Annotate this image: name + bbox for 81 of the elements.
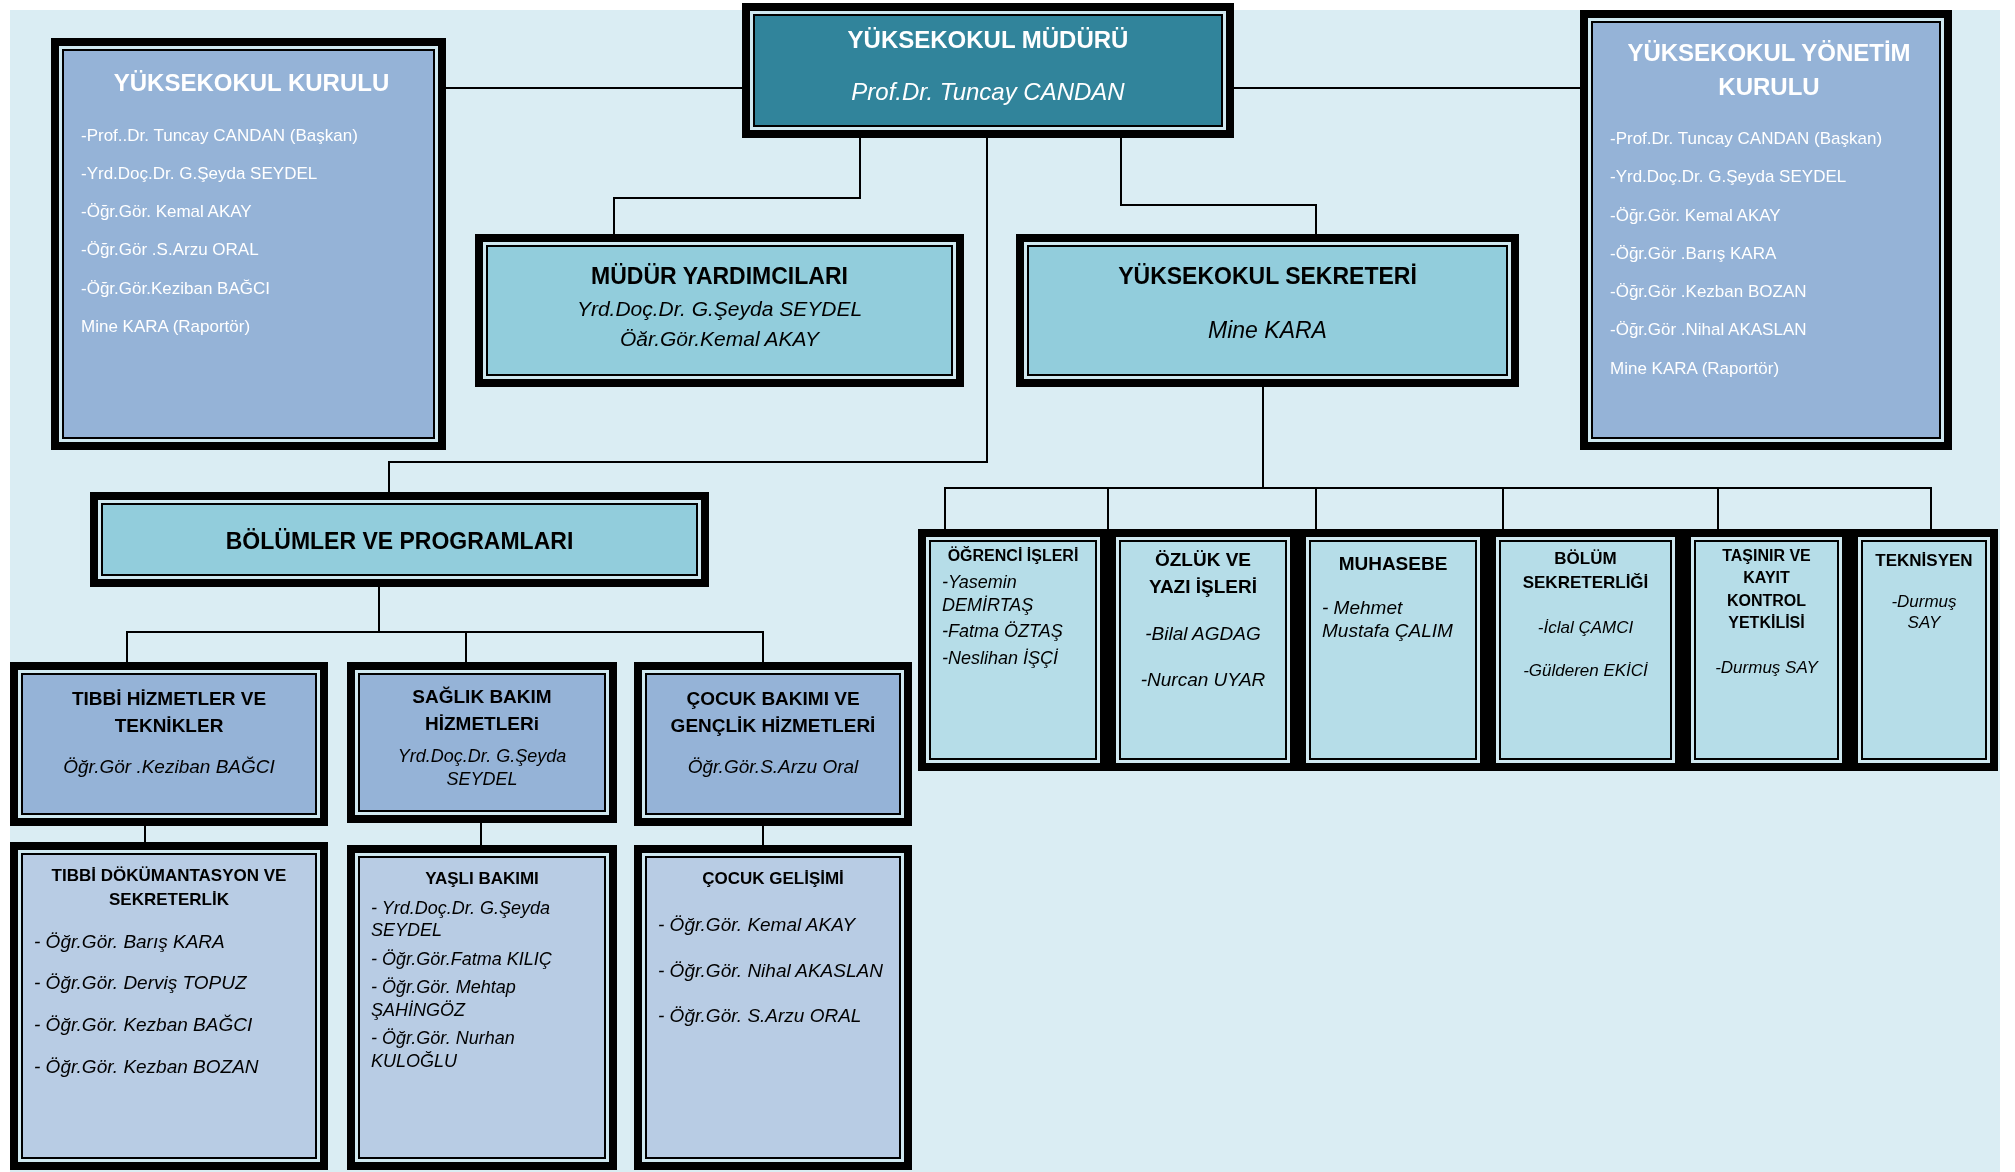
- unit-box: [634, 845, 912, 1170]
- unit-title: MÜDÜR YARDIMCILARI: [590, 262, 849, 291]
- person-name: -Öğr.Gör. Kemal AKAY: [81, 201, 253, 223]
- person-name: -Bilal AGDAG: [1144, 622, 1262, 646]
- person-name: -Yrd.Doç.Dr. G.Şeyda SEYDEL: [1610, 166, 1848, 188]
- person-name: Mine KARA: [1207, 316, 1328, 345]
- person-name: -Nurcan UYAR: [1139, 667, 1267, 692]
- unit-title: TAŞINIR VE KAYIT KONTROL YETKİLİSİ: [1721, 546, 1812, 634]
- person-name: -Durmuş SAY: [1714, 656, 1820, 678]
- person-name: -Yrd.Doç.Dr. G.Şeyda SEYDEL: [81, 162, 319, 185]
- unit-title: BÖLÜM SEKRETERLİĞİ: [1521, 548, 1650, 594]
- unit-title: ÇOCUK GELİŞİMİ: [701, 868, 845, 890]
- unit-box: [1580, 10, 1952, 450]
- connector-line: [1120, 137, 1317, 235]
- unit-box: [347, 845, 617, 1170]
- unit-box: [51, 38, 446, 450]
- unit-title: ÖĞRENCİ İŞLERİ: [946, 545, 1080, 566]
- unit-title: YÜKSEKOKUL SEKRETERİ: [1117, 262, 1418, 291]
- unit-box: [1016, 234, 1519, 387]
- person-name: - Öğr.Gör.Fatma KILIÇ: [371, 947, 553, 971]
- person-name: Öăr.Gör.Kemal AKAY: [618, 326, 821, 353]
- connector-line: [762, 825, 764, 846]
- unit-title: TIBBİ HİZMETLER VE TEKNİKLER: [70, 687, 268, 738]
- unit-box: [634, 662, 912, 826]
- person-name: -Öğr.Gör .S.Arzu ORAL: [81, 239, 260, 261]
- connector-line: [1233, 87, 1581, 89]
- unit-title: ÇOCUK BAKIMI VE GENÇLİK HİZMETLERİ: [669, 687, 877, 738]
- unit-title: SAĞLIK BAKIM HİZMETLERi: [411, 685, 553, 736]
- person-name: - Öğr.Gör. Derviş TOPUZ: [34, 971, 248, 996]
- unit-title: YÜKSEKOKUL YÖNETİM KURULU: [1626, 38, 1912, 102]
- unit-title: TIBBİ DÖKÜMANTASYON VE SEKRETERLİK: [50, 865, 288, 911]
- person-name: -İclal ÇAMCI: [1536, 616, 1635, 638]
- person-name: Öğr.Gör.S.Arzu Oral: [686, 755, 860, 779]
- unit-box: [90, 492, 709, 587]
- person-name: - Öğr.Gör. Nurhan KULOĞLU: [371, 1027, 516, 1073]
- person-name: - Öğr.Gör. Nihal AKASLAN: [658, 958, 884, 983]
- connector-line: [445, 87, 743, 89]
- person-name: - Öğr.Gör. S.Arzu ORAL: [658, 1004, 863, 1029]
- unit-box: [918, 529, 1108, 771]
- unit-box: [10, 842, 328, 1170]
- person-name: - Öğr.Gör. Barış KARA: [34, 929, 226, 954]
- director-box: [742, 3, 1234, 138]
- person-name: Mine KARA (Raportör): [81, 315, 252, 338]
- person-name: - Öğr.Gör. Kemal AKAY: [658, 912, 857, 937]
- connector-line: [388, 137, 988, 493]
- person-name: -Öğr.Gör .Kezban BOZAN: [1610, 281, 1808, 303]
- person-name: -Prof..Dr. Tuncay CANDAN (Başkan): [81, 124, 359, 146]
- unit-title: BÖLÜMLER VE PROGRAMLARI: [224, 527, 575, 557]
- person-name: Yrd.Doç.Dr. G.Şeyda SEYDEL: [575, 296, 864, 323]
- person-name: - Mehmet Mustafa ÇALIM: [1322, 595, 1454, 644]
- connector-line: [480, 822, 482, 846]
- unit-box: [1850, 529, 1998, 771]
- person-name: -Yasemin DEMİRTAŞ: [942, 571, 1035, 617]
- unit-box: [347, 662, 617, 823]
- unit-title: YÜKSEKOKUL KURULU: [112, 68, 391, 98]
- person-name: - Öğr.Gör. Kezban BOZAN: [34, 1054, 260, 1079]
- person-name: -Prof.Dr. Tuncay CANDAN (Başkan): [1610, 128, 1884, 150]
- person-name: -Fatma ÖZTAŞ: [942, 620, 1064, 643]
- unit-box: [10, 662, 328, 826]
- person-name: - Öğr.Gör. Kezban BAĞCI: [34, 1013, 254, 1037]
- person-name: -Öğr.Gör. Kemal AKAY: [1610, 204, 1782, 226]
- person-name: Öğr.Gör .Keziban BAĞCI: [62, 755, 276, 779]
- unit-title: MUHASEBE: [1337, 552, 1449, 576]
- connector-line: [144, 825, 146, 843]
- person-name: - Öğr.Gör. Mehtap ŞAHİNGÖZ: [371, 976, 517, 1022]
- person-name: -Gülderen EKİCİ: [1522, 659, 1649, 682]
- person-name: - Yrd.Doç.Dr. G.Şeyda SEYDEL: [371, 896, 552, 942]
- person-name: Mine KARA (Raportör): [1610, 357, 1781, 379]
- connector-line: [613, 137, 861, 235]
- person-name: -Durmuş SAY: [1890, 590, 1958, 634]
- person-name: -Öğr.Gör .Nihal AKASLAN: [1610, 319, 1808, 341]
- unit-title: ÖZLÜK VE YAZI İŞLERİ: [1147, 548, 1258, 599]
- person-name: -Öğr.Gör .Barış KARA: [1610, 242, 1778, 265]
- person-name: Prof.Dr. Tuncay CANDAN: [850, 76, 1126, 107]
- person-name: -Neslihan İŞÇİ: [942, 646, 1060, 670]
- unit-box: [475, 234, 964, 387]
- person-name: -Öğr.Gör.Keziban BAĞCI: [81, 277, 271, 299]
- person-name: Yrd.Doç.Dr. G.Şeyda SEYDEL: [396, 745, 568, 791]
- unit-title: YAŞLI BAKIMI: [424, 868, 540, 890]
- unit-title: TEKNİSYEN: [1874, 550, 1974, 572]
- unit-title: YÜKSEKOKUL MÜDÜRÜ: [846, 25, 1130, 55]
